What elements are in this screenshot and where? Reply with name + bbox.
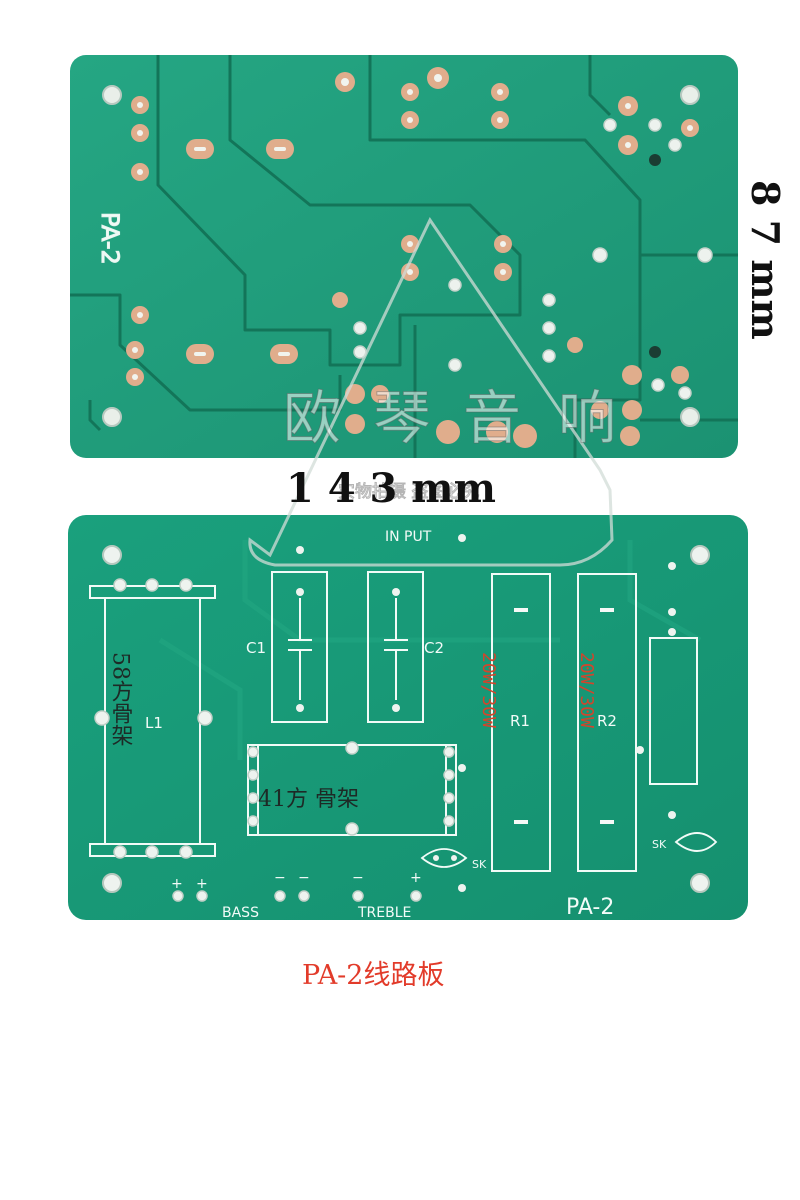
height-dimension: 8 7 mm <box>743 180 788 340</box>
r2-label: R2 <box>597 712 617 730</box>
l1-label: L1 <box>145 714 163 732</box>
treble-label: TREBLE <box>357 905 411 921</box>
c1-label: C1 <box>246 639 266 657</box>
sk-left-label: SK <box>472 858 487 871</box>
treble-minus: − <box>352 870 364 886</box>
l1-core-note: 58方骨架 <box>108 652 134 746</box>
watermark: 欧 琴 音 响 实物拍摄 盗图必究 <box>248 216 617 567</box>
watermark-char-2: 琴 <box>373 384 431 452</box>
pcb-top-board: PA-2 <box>70 55 738 458</box>
input-label: IN PUT <box>385 529 432 545</box>
sk-right-label: SK <box>652 838 667 851</box>
bass-minus-2: − <box>298 870 310 886</box>
bottom-board-name: PA-2 <box>566 895 614 920</box>
treble-plus: + <box>410 870 422 886</box>
pcb-bottom-board: IN PUT C1 C2 L1 R1 R2 SK SK BASS TREBLE … <box>68 515 748 921</box>
caption: PA-2线路板 <box>302 960 445 991</box>
watermark-char-1: 欧 <box>283 384 341 452</box>
watermark-subtext: 实物拍摄 盗图必究 <box>338 482 479 502</box>
bass-plus-1: + <box>171 876 183 892</box>
r1-label: R1 <box>510 712 530 730</box>
bass-plus-2: + <box>196 876 208 892</box>
width-dimension: 1 4 3 mm <box>286 465 496 512</box>
top-board-label: PA-2 <box>96 212 124 265</box>
r2-power-label: 20W/30W <box>576 652 597 728</box>
watermark-char-3: 音 <box>463 384 521 452</box>
watermark-char-4: 响 <box>558 384 616 452</box>
bass-label: BASS <box>222 905 259 921</box>
c2-label: C2 <box>424 639 444 657</box>
bass-minus-1: − <box>274 870 286 886</box>
r1-power-label: 20W/30W <box>478 652 499 728</box>
l2-core-note: 41方 骨架 <box>258 787 359 812</box>
